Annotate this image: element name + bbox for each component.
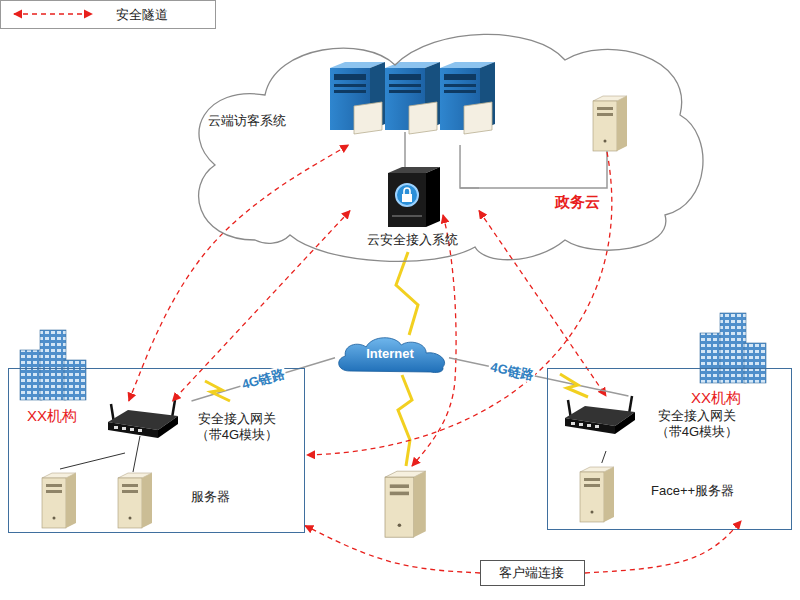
server-icon [118,473,152,528]
legend-line [14,13,92,14]
security-system: 云安全接入系统 [350,160,479,252]
institution-box: 安全接入网关（带4G模块） 服务器 XX机构 [8,368,305,533]
server-node: 服务器 [36,469,236,531]
legend-frame [1,1,216,29]
gateway-icon [565,396,635,434]
server-icon [330,62,385,134]
cloud-region: 云端访客系统云安全接入系统 政务云 [185,25,710,260]
link-label: 4G链路 [238,366,288,393]
wire [460,151,607,188]
internet-cloud: Internet [335,335,449,373]
node-label: Internet [335,346,445,362]
connector [129,145,349,401]
connector [192,358,336,401]
lightning-link [205,381,230,401]
node-label: Face++服务器 [651,483,734,499]
node-label: XX机构 [27,407,77,425]
server-group: 云端访客系统 [200,58,530,145]
node-shape [185,25,710,260]
wire [133,436,140,472]
node-label: 云端访客系统 [208,113,286,129]
tunnel-line [307,152,612,455]
gateway-node: 安全接入网关（带4G模块） [561,396,786,451]
connector [460,145,479,188]
wire [404,132,406,167]
connector [173,211,351,401]
connector [396,252,418,335]
node-label: 安全接入网关（带4G模块） [651,408,743,440]
node-label: 客户端连接 [481,565,581,581]
node-label: XX机构 [691,389,741,407]
node-label: 服务器 [191,489,230,505]
lightning-link [560,374,588,397]
institution-box: 安全接入网关（带4G模块） Face++服务器 XX机构 [547,368,792,530]
server-icon [385,62,440,134]
connector [449,358,629,396]
link-label: 4G链路 [487,359,536,384]
legend-text: 安全隧道 [116,6,168,24]
gateway-node: 安全接入网关（带4G模块） [106,401,296,453]
lightning-link [398,375,412,466]
gateway-icon [108,400,178,438]
security-device-icon [388,167,440,227]
server-icon [440,62,495,134]
server-icon [580,467,614,522]
legend-swatch [8,5,98,23]
connector [305,526,480,573]
connector [60,453,125,469]
cloud-outline [199,34,703,261]
server-icon [385,471,426,537]
server-node: Face++服务器 [571,463,776,521]
node-label: 云安全接入系统 [350,232,475,248]
building-icon [20,330,86,400]
connector [602,451,606,463]
node-label: 安全接入网关（带4G模块） [191,411,283,443]
building-icon [700,313,766,383]
server-icon [42,473,76,528]
connector [585,521,741,573]
client-box: 客户端连接 [480,560,585,586]
server-icon [593,96,627,151]
tunnel-line [412,215,456,466]
node-label: 政务云 [555,193,600,211]
